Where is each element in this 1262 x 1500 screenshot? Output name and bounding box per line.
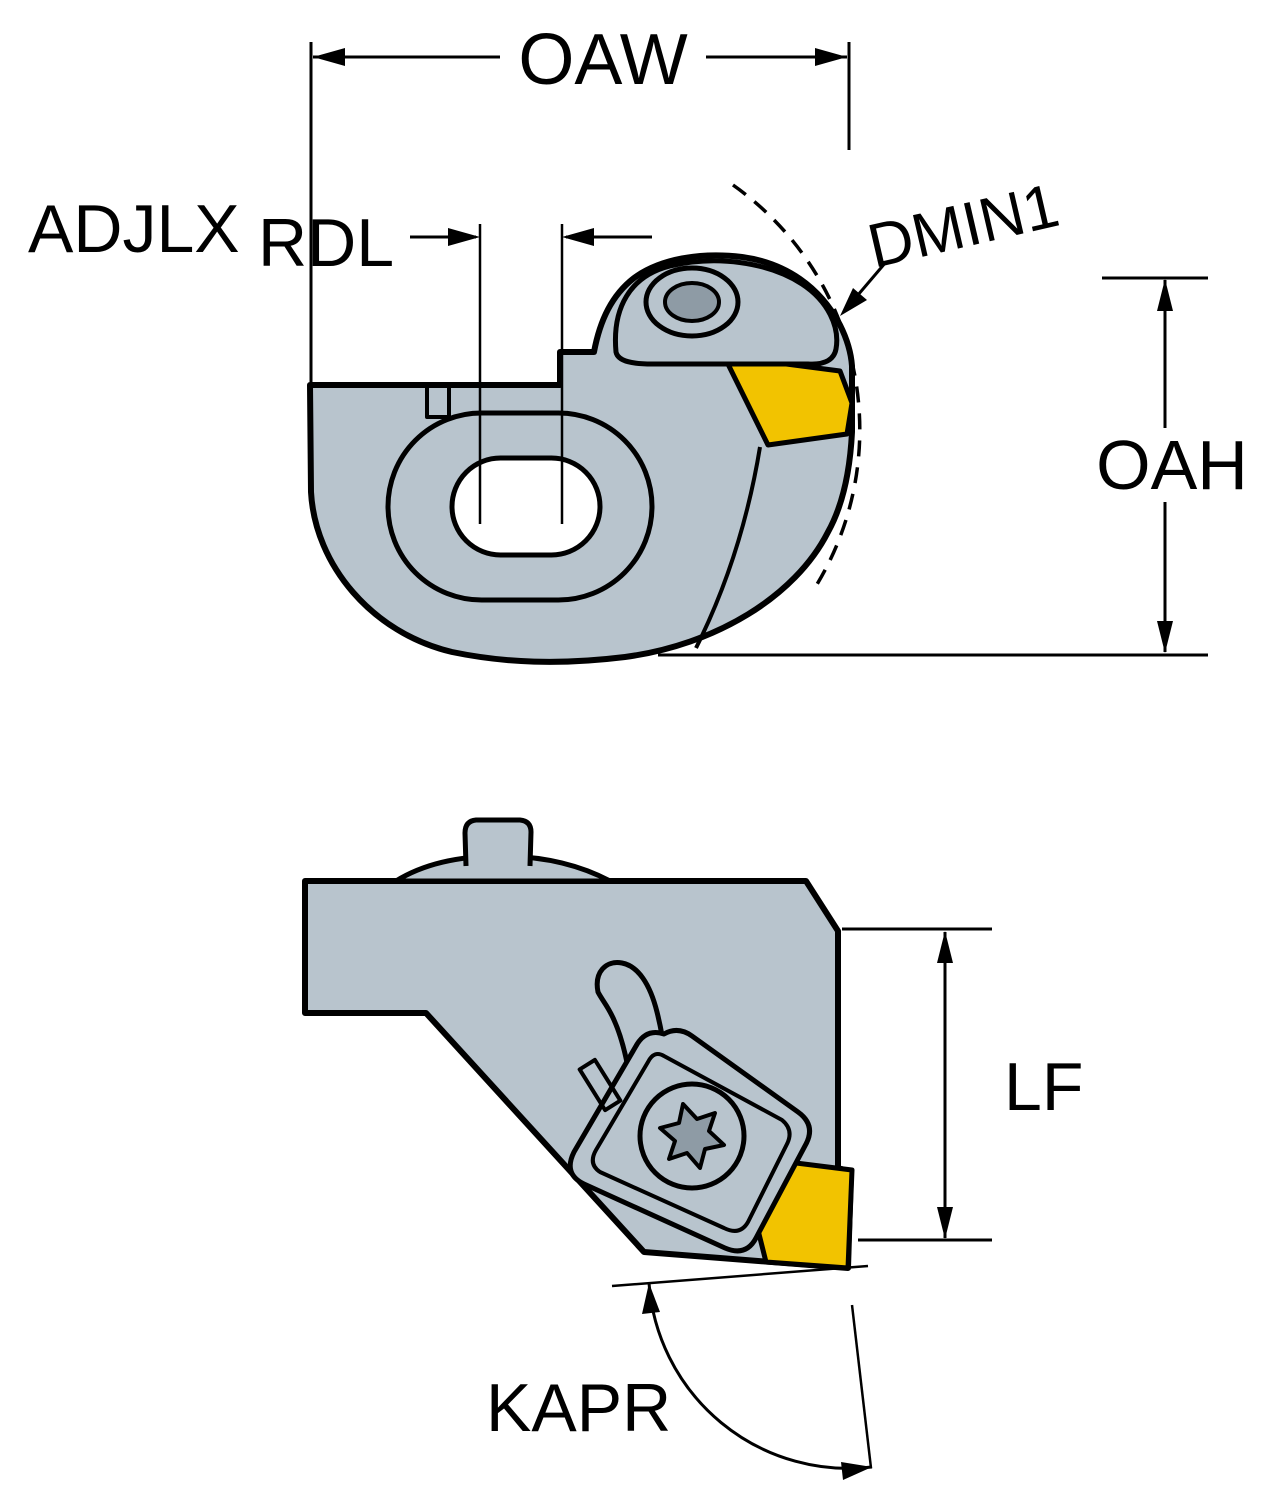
lf-arrow-bottom (937, 1207, 953, 1239)
side-view (302, 817, 855, 1271)
label-kapr: KAPR (486, 1370, 671, 1446)
kapr-arc (647, 1282, 873, 1470)
kapr-leg-line (850, 1304, 873, 1469)
label-lf: LF (1004, 1049, 1083, 1125)
adjustment-slot-hole (449, 455, 603, 558)
insert-pocket-line (694, 446, 762, 649)
adjustment-slot-boss (385, 410, 655, 603)
label-dmin1: DMIN1 (862, 171, 1065, 282)
label-rdl: RDL (258, 205, 394, 281)
rdl-arrow-left (448, 228, 480, 246)
insert-screw-torx (658, 1102, 726, 1170)
kapr-arrow-bottom (841, 1462, 872, 1480)
insert-outline-inner (590, 1052, 792, 1233)
clamp-screw-socket (663, 281, 721, 323)
label-oaw: OAW (518, 20, 687, 100)
locating-pin (462, 817, 534, 867)
insert-shim-detail (577, 1057, 623, 1113)
label-oah: OAH (1096, 426, 1248, 504)
side-view-dimensions: LF KAPR (486, 927, 1083, 1480)
kapr-arrow-top (642, 1283, 660, 1314)
oah-arrow-top (1157, 279, 1173, 311)
oaw-arrow-right (815, 48, 847, 66)
kapr-reference-line (611, 1264, 869, 1288)
dmin1-bore-arc (731, 183, 862, 587)
front-view-step-line (425, 385, 451, 419)
front-view (307, 224, 855, 665)
lf-arrow-top (937, 931, 953, 963)
front-view-insert (721, 353, 855, 448)
label-adjlx: ADJLX (28, 191, 240, 267)
rdl-arrow-right (562, 228, 594, 246)
oaw-arrow-left (313, 48, 345, 66)
oah-arrow-bottom (1157, 621, 1173, 653)
dmin1-arrow (840, 288, 867, 316)
